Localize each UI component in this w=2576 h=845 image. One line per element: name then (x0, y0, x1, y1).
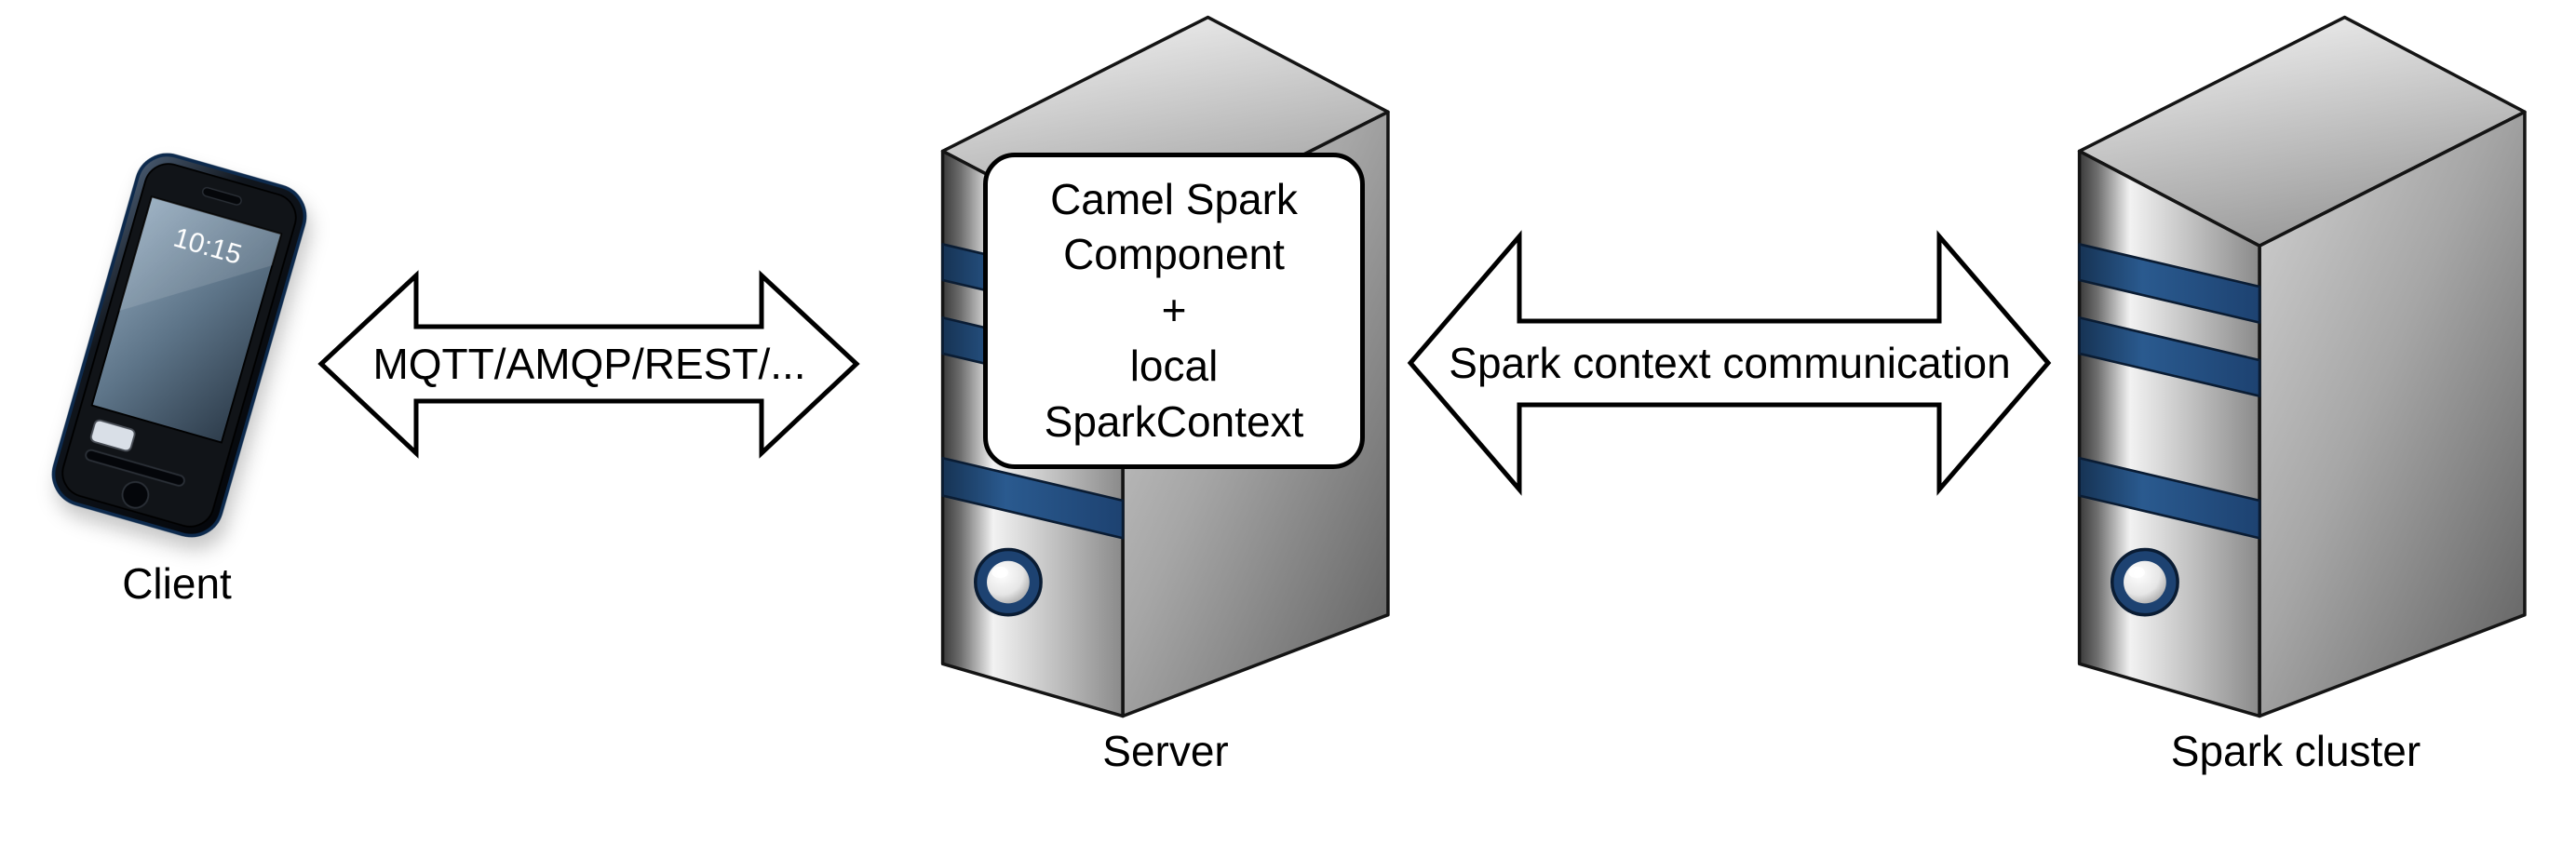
annotation-line: local (1129, 341, 1219, 390)
double-arrow-icon-server-cluster: Spark context communication (1407, 230, 2052, 496)
server-annotation-box: Camel Spark Component + local SparkConte… (983, 153, 1365, 469)
client-phone-icon: 10:15 (41, 142, 317, 548)
phone-screen (90, 195, 283, 444)
annotation-line: Camel Spark (1050, 174, 1298, 223)
annotation-line: SparkContext (1044, 396, 1304, 446)
phone-earpiece (202, 186, 242, 206)
arrow-label-protocols: MQTT/AMQP/REST/... (372, 340, 805, 388)
spark-cluster-icon (2077, 15, 2527, 718)
annotation-line: + (1161, 286, 1187, 335)
server-label: Server (1102, 727, 1229, 775)
client-label: Client (122, 559, 232, 608)
annotation-line: Component (1063, 230, 1285, 279)
phone-speaker-slot (85, 449, 185, 487)
phone-button-slot (89, 419, 136, 452)
spark-cluster-label: Spark cluster (2170, 727, 2421, 775)
arrow-label-spark-context: Spark context communication (1449, 339, 2010, 387)
phone-home-button (121, 480, 150, 509)
double-arrow-icon-client-server: MQTT/AMQP/REST/... (317, 270, 860, 459)
